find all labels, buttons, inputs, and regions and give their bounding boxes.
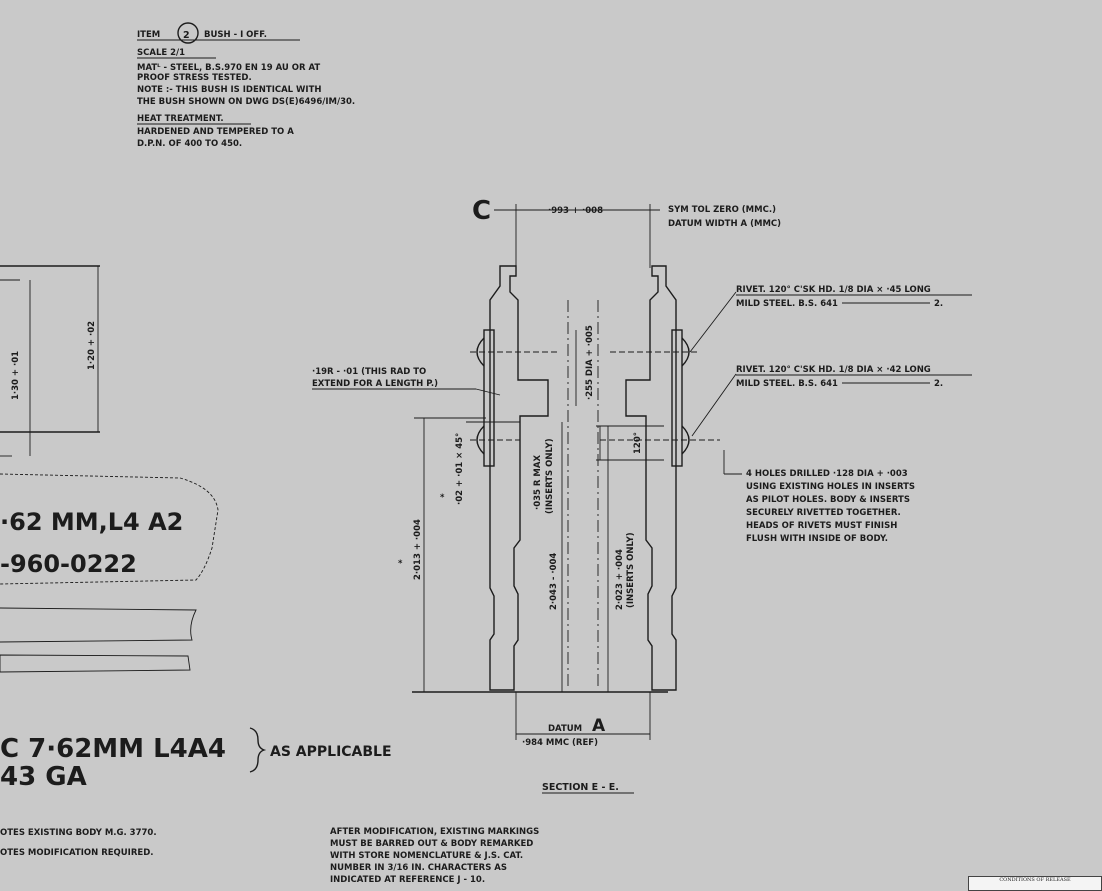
as-applicable: AS APPLICABLE	[270, 744, 392, 760]
radius-note-line-2: EXTEND FOR A LENGTH P.)	[312, 379, 438, 389]
dim-2023-note: (INSERTS ONLY)	[626, 532, 636, 608]
after-mod-line-5: INDICATED AT REFERENCE J - 10.	[330, 875, 485, 885]
rivet-2-leader	[691, 373, 737, 437]
radius-note-line-1: ·19R - ·01 (THIS RAD TO	[312, 367, 426, 377]
material-line-1: MATᴸ - STEEL, B.S.970 EN 19 AU OR AT	[137, 63, 320, 73]
rivet-2-line-1: RIVET. 120° C'SK HD. 1/8 DIA × ·42 LONG	[736, 365, 931, 375]
bottom-notes: C 7·62MM L4A4 43 GA AS APPLICABLE OTES E…	[0, 727, 539, 885]
after-mod-line-3: WITH STORE NOMENCLATURE & J.S. CAT.	[330, 851, 523, 861]
item-number: 2	[183, 30, 190, 41]
bottom-note-2: OTES MODIFICATION REQUIRED.	[0, 848, 153, 858]
rivet-1-line-2: MILD STEEL. B.S. 641	[736, 299, 838, 309]
after-mod-line-4: NUMBER IN 3/16 IN. CHARACTERS AS	[330, 863, 507, 873]
dim-outer-height: 1·30 + ·01	[11, 351, 21, 400]
left-insert-plate	[483, 329, 495, 467]
dim-2043-label: 2·043 - ·004	[549, 553, 559, 610]
chamfer-dim: ·02 + ·01 × 45°	[455, 433, 465, 505]
left-partial-view: 1·30 + ·01 1·20 + ·02 ·62 MM,L4 A2 -960-…	[0, 265, 219, 673]
item-description: BUSH - I OFF.	[204, 30, 267, 40]
section-title: SECTION E - E.	[542, 782, 619, 793]
mmc-ref-dim: ·984 MMC (REF)	[522, 738, 598, 748]
marking-line-1: ·62 MM,L4 A2	[0, 508, 183, 536]
section-e-e: C ·993 + ·008 SYM TOL ZERO (MMC.) DATUM …	[312, 196, 781, 794]
datum-c-label: C	[472, 196, 491, 226]
scale-note: SCALE 2/1	[137, 48, 185, 58]
sym-tol-note: SYM TOL ZERO (MMC.)	[668, 205, 776, 215]
marking-outline	[0, 473, 219, 585]
heat-line-1: HARDENED AND TEMPERED TO A	[137, 127, 294, 137]
dim-2013-label: 2·013 + ·004	[413, 519, 423, 580]
dim-inner-height: 1·20 + ·02	[87, 321, 97, 370]
outline-base	[0, 654, 191, 673]
holes-line-3: AS PILOT HOLES. BODY & INSERTS	[746, 495, 910, 505]
dim-2013-star: *	[398, 559, 403, 569]
rmax-note-line-2: (INSERTS ONLY)	[545, 438, 555, 514]
item-number-balloon	[177, 22, 199, 44]
chamfer-star: *	[440, 493, 445, 503]
marking-line-2: -960-0222	[0, 550, 137, 578]
holes-line-2: USING EXISTING HOLES IN INSERTS	[746, 482, 915, 492]
rivet-1-qty: 2.	[934, 299, 943, 309]
outline-lower	[0, 607, 197, 643]
dia-255-dim: ·255 DIA + ·005	[585, 325, 595, 400]
note-line-2: THE BUSH SHOWN ON DWG DS(E)6496/IM/30.	[137, 97, 355, 107]
material-line-2: PROOF STRESS TESTED.	[137, 73, 252, 83]
left-rivet-head-upper	[476, 337, 485, 367]
release-stamp-text: CONDITIONS OF RELEASE	[999, 877, 1071, 883]
dim-2023-label: 2·023 + ·004	[615, 549, 625, 610]
holes-line-5: HEADS OF RIVETS MUST FINISH	[746, 521, 897, 531]
rmax-note-line-1: ·035 R MAX	[533, 455, 543, 510]
rivet-1-line-1: RIVET. 120° C'SK HD. 1/8 DIA × ·45 LONG	[736, 285, 931, 295]
item-notes: ITEM 2 BUSH - I OFF. SCALE 2/1 MATᴸ - ST…	[137, 22, 355, 149]
datum-width-note: DATUM WIDTH A (MMC)	[668, 219, 781, 229]
rivet-2-qty: 2.	[934, 379, 943, 389]
datum-label: DATUM	[548, 724, 582, 734]
rivet-2-line-2: MILD STEEL. B.S. 641	[736, 379, 838, 389]
rivet-1-leader	[689, 291, 737, 353]
after-mod-line-2: MUST BE BARRED OUT & BODY REMARKED	[330, 839, 533, 849]
item-prefix: ITEM	[137, 30, 160, 40]
left-wall-section	[489, 265, 549, 691]
left-rivet-head-lower	[476, 425, 485, 455]
right-rivet-head-upper	[681, 337, 690, 367]
heat-line-2: D.P.N. OF 400 TO 450.	[137, 139, 242, 149]
holes-line-1: 4 HOLES DRILLED ·128 DIA + ·003	[746, 469, 908, 479]
angle-120-dim: 120°	[633, 432, 643, 454]
brace	[249, 727, 267, 773]
holes-line-6: FLUSH WITH INSIDE OF BODY.	[746, 534, 888, 544]
rivet-notes: RIVET. 120° C'SK HD. 1/8 DIA × ·45 LONG …	[689, 285, 972, 544]
model-line-2: 43 GA	[0, 762, 87, 792]
right-rivet-head-lower	[681, 425, 690, 455]
right-wall-section	[625, 265, 677, 691]
leader-line	[475, 388, 501, 396]
right-insert-plate	[671, 329, 683, 467]
holes-line-4: SECURELY RIVETTED TOGETHER.	[746, 508, 901, 518]
after-mod-line-1: AFTER MODIFICATION, EXISTING MARKINGS	[330, 827, 539, 837]
datum-letter: A	[592, 716, 606, 736]
bottom-note-1: OTES EXISTING BODY M.G. 3770.	[0, 828, 157, 838]
top-width-dim: ·993 + ·008	[548, 206, 603, 216]
model-line-1: C 7·62MM L4A4	[0, 734, 226, 764]
heat-treatment-title: HEAT TREATMENT.	[137, 114, 224, 124]
note-line-1: NOTE :- THIS BUSH IS IDENTICAL WITH	[137, 85, 322, 95]
